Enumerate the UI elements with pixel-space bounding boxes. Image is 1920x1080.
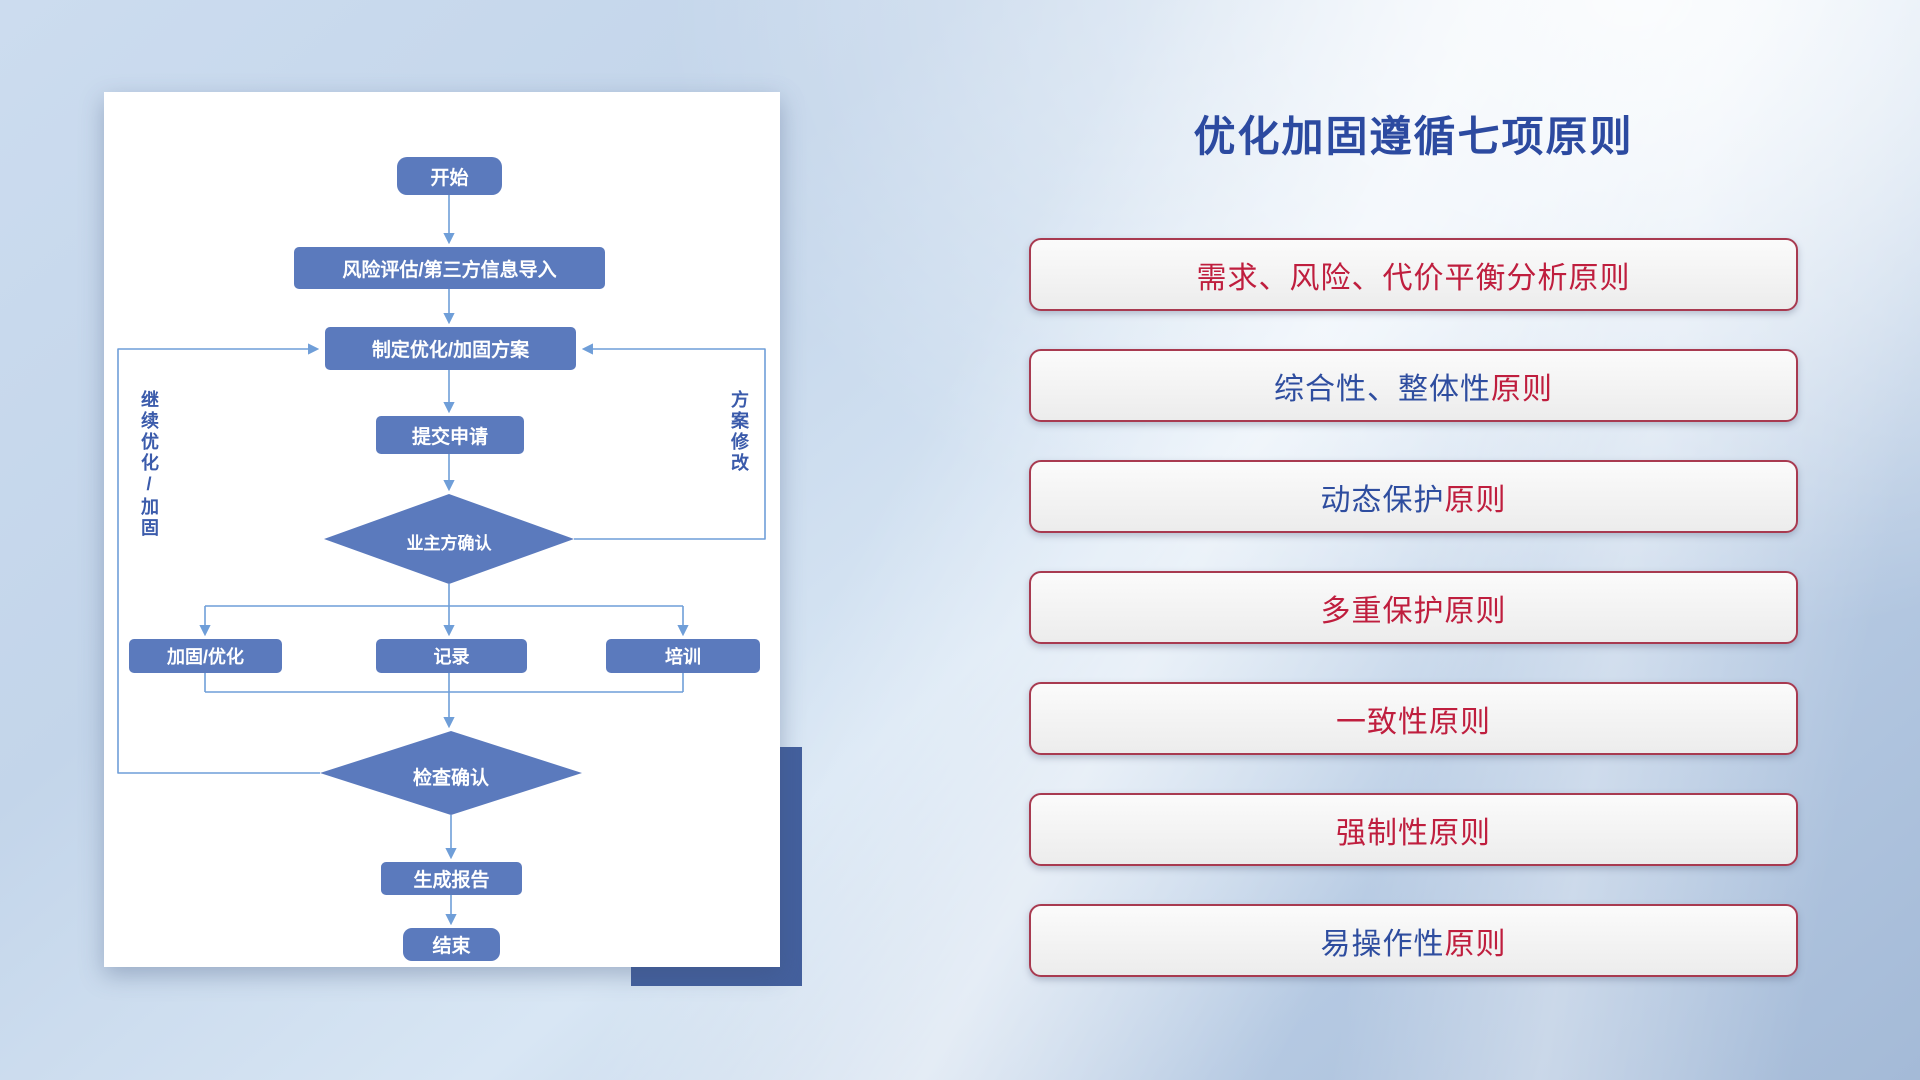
principle-box-5: 一致性原则 <box>1029 682 1798 755</box>
principle-text-segment: 原则 <box>1491 372 1553 406</box>
principle-list: 需求、风险、代价平衡分析原则 综合性、整体性原则 动态保护原则 多重保护原则 一… <box>1029 238 1798 977</box>
loop-continue-line <box>117 343 320 774</box>
principle-box-6: 强制性原则 <box>1029 793 1798 866</box>
principle-text-segment: 强制性原则 <box>1336 816 1491 850</box>
principle-text-segment: 原则 <box>1444 483 1507 517</box>
loop-label-modify: 方案修改 <box>729 390 749 474</box>
principle-text-segment: 易操作性 <box>1320 927 1445 961</box>
panel-title: 优化加固遵循七项原则 <box>1193 113 1634 160</box>
flow-node-training: 培训 <box>606 639 760 673</box>
owner-confirm-diamond <box>324 494 574 584</box>
flow-node-submit: 提交申请 <box>376 416 524 454</box>
flow-node-owner-confirm-label: 业主方确认 <box>406 534 492 553</box>
principle-box-3: 动态保护原则 <box>1029 460 1798 533</box>
principles-panel: 优化加固遵循七项原则 需求、风险、代价平衡分析原则 综合性、整体性原则 动态保护… <box>1029 112 1798 977</box>
principle-text-segment: 综合性、整体性 <box>1274 372 1491 406</box>
flowchart-card: 开始 风险评估/第三方信息导入 制定优化/加固方案 提交申请 业主方确认 加固/… <box>104 92 780 967</box>
principle-box-1: 需求、风险、代价平衡分析原则 <box>1029 238 1798 311</box>
flow-node-reinforce: 加固/优化 <box>129 639 282 673</box>
principle-box-4: 多重保护原则 <box>1029 571 1798 644</box>
flowchart-connectors <box>117 195 766 926</box>
flow-node-end: 结束 <box>403 928 500 961</box>
principle-text-segment: 需求、风险、代价平衡分析原则 <box>1196 261 1631 295</box>
flow-node-check-confirm-label: 检查确认 <box>412 768 489 789</box>
principle-text-segment: 多重保护原则 <box>1320 594 1507 628</box>
flow-node-risk-import: 风险评估/第三方信息导入 <box>294 247 605 289</box>
flow-node-report: 生成报告 <box>381 862 522 895</box>
principle-text-segment: 动态保护 <box>1320 483 1445 517</box>
flow-node-start: 开始 <box>397 157 502 195</box>
flow-node-record: 记录 <box>376 639 527 673</box>
principle-box-7: 易操作性原则 <box>1029 904 1798 977</box>
flow-node-make-plan: 制定优化/加固方案 <box>325 327 576 370</box>
loop-label-continue: 继续优化/加固 <box>139 390 159 539</box>
check-confirm-diamond <box>320 731 582 815</box>
principle-text-segment: 原则 <box>1444 927 1507 961</box>
principle-box-2: 综合性、整体性原则 <box>1029 349 1798 422</box>
loop-modify-line <box>574 343 766 540</box>
principle-text-segment: 一致性原则 <box>1336 705 1491 739</box>
